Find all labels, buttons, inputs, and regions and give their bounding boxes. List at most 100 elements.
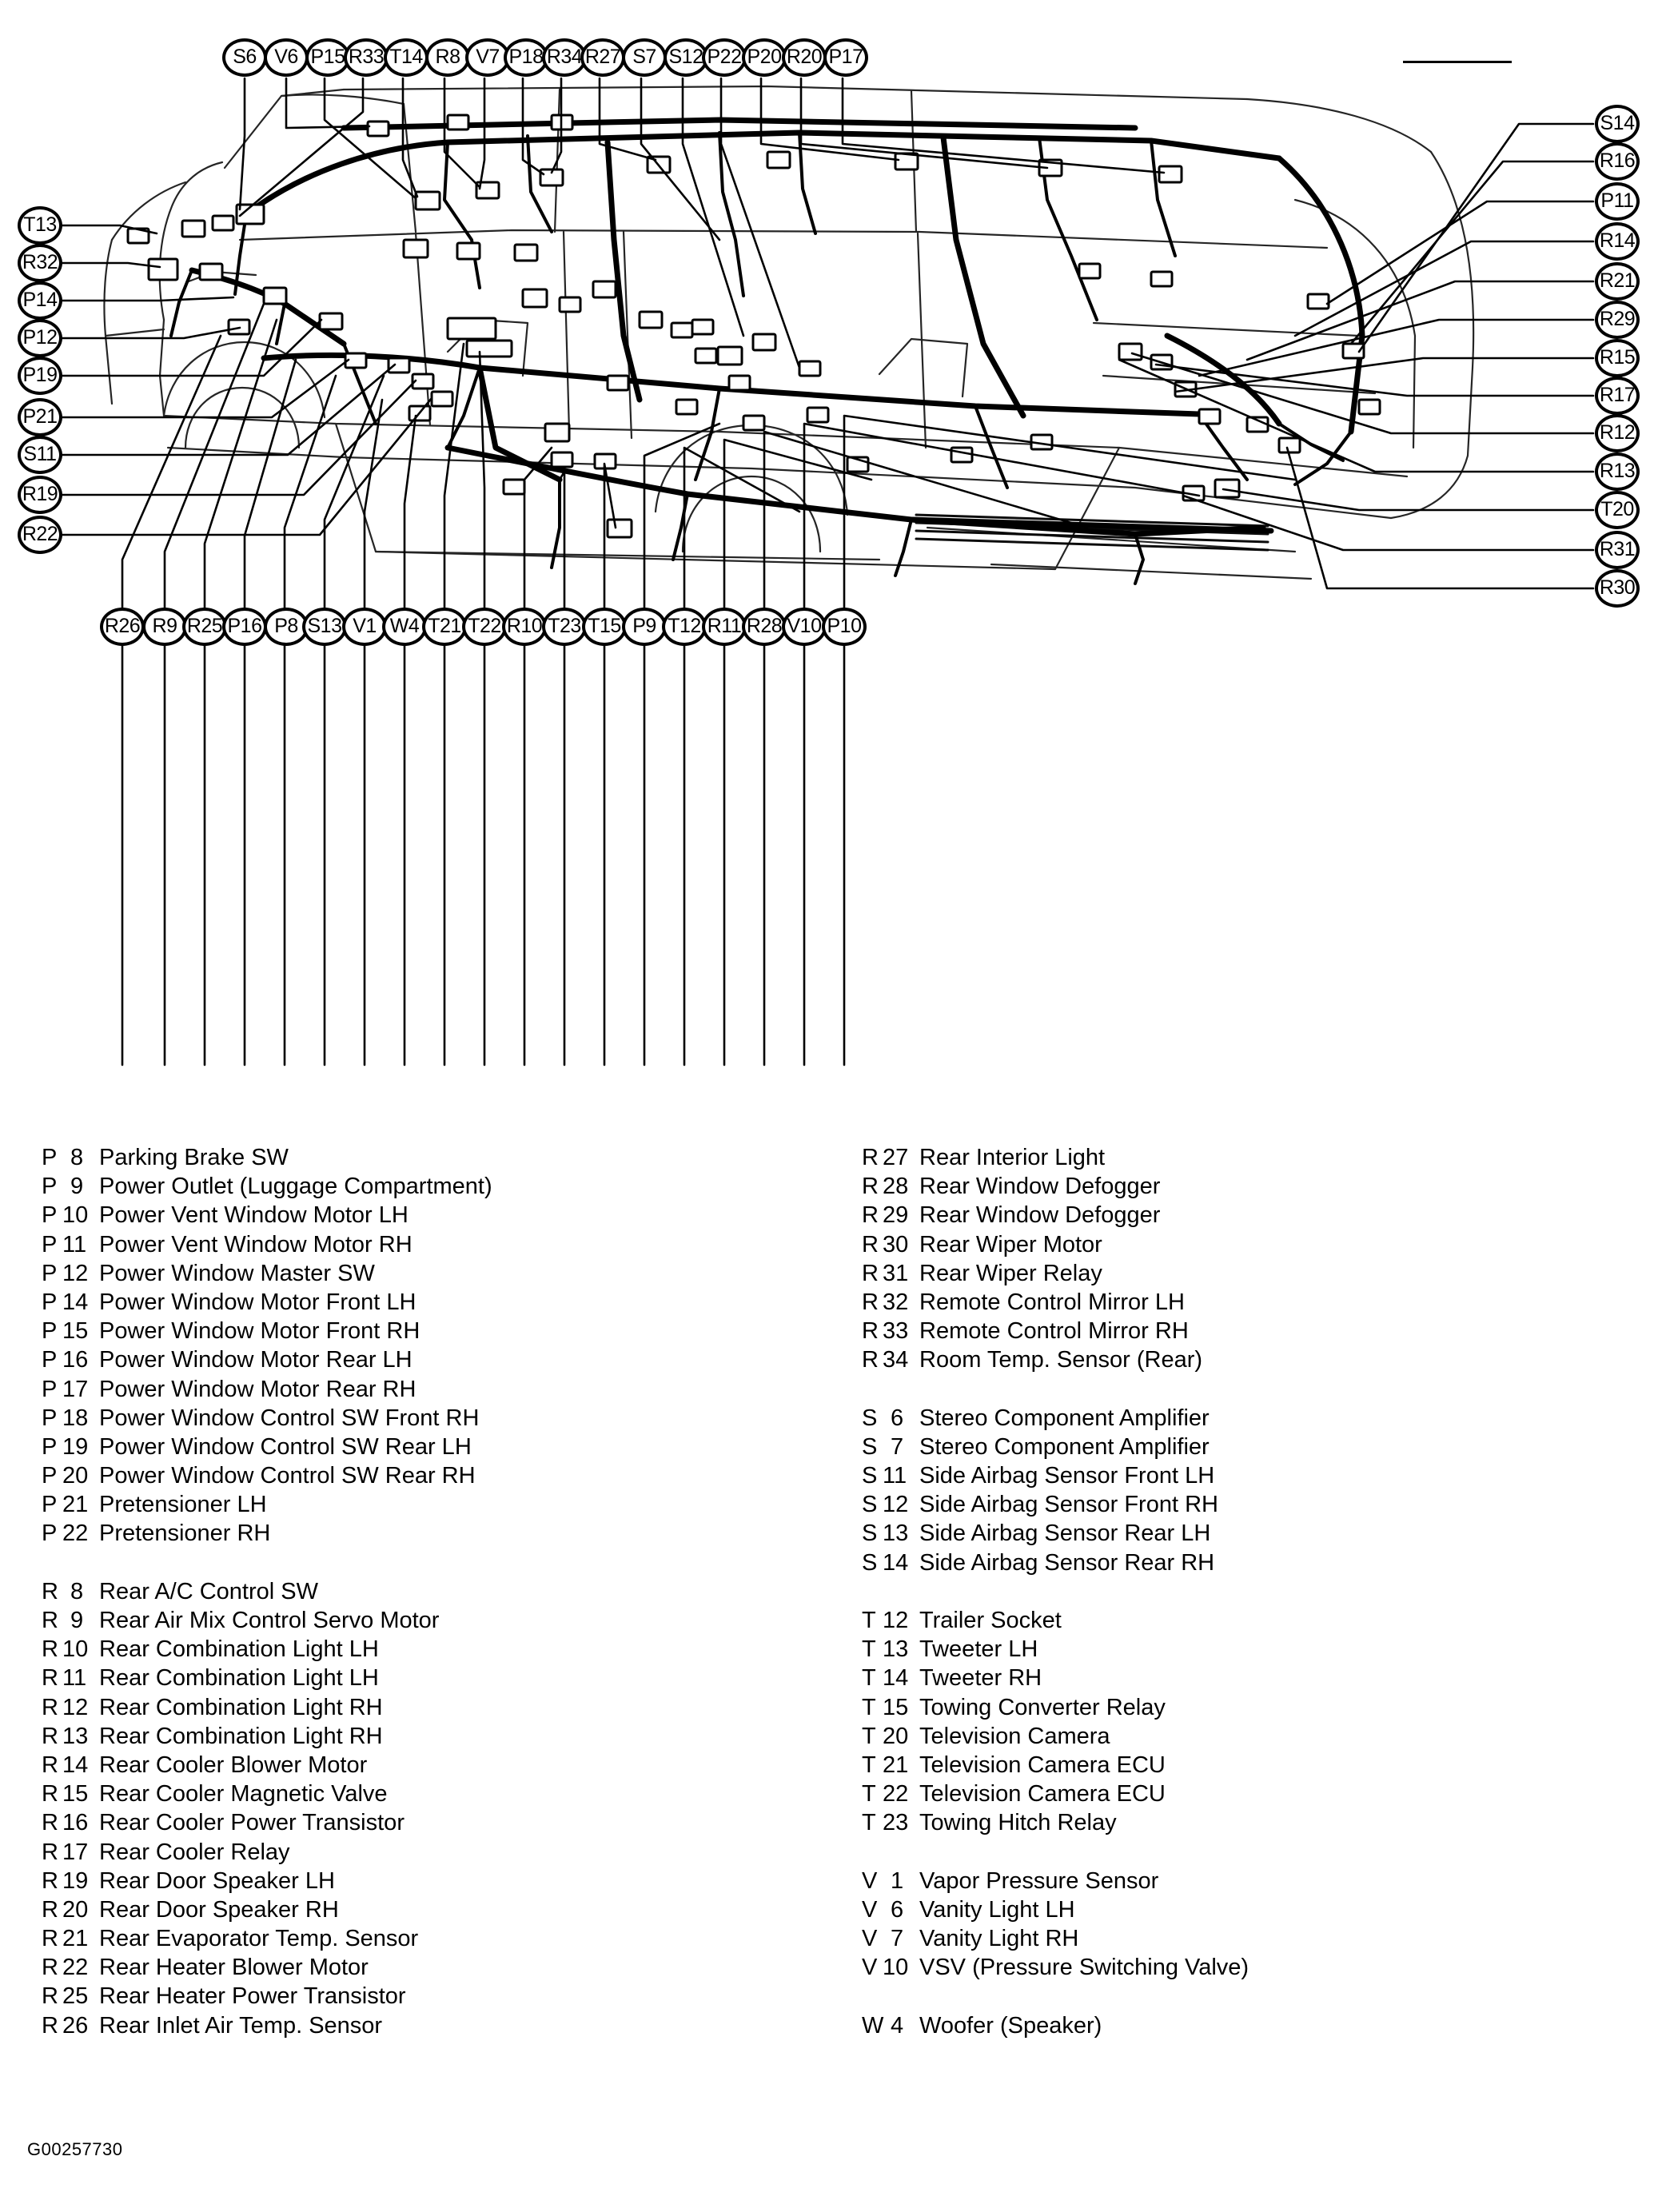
callout-p9[interactable]: P9 bbox=[622, 608, 667, 646]
legend-description: VSV (Pressure Switching Valve) bbox=[919, 1955, 1250, 1981]
callout-label: R27 bbox=[584, 45, 621, 68]
callout-r34[interactable]: R34 bbox=[542, 38, 587, 77]
legend-code-letter: P bbox=[42, 1492, 58, 1518]
callout-r21[interactable]: R21 bbox=[1595, 262, 1640, 301]
callout-r16[interactable]: R16 bbox=[1595, 142, 1640, 181]
legend-code-number: 1 bbox=[891, 1867, 904, 1894]
callout-s12[interactable]: S12 bbox=[664, 38, 708, 77]
legend-description: Power Outlet (Luggage Compartment) bbox=[99, 1174, 492, 1200]
callout-t22[interactable]: T22 bbox=[462, 608, 507, 646]
callout-r10[interactable]: R10 bbox=[502, 608, 547, 646]
callout-r19[interactable]: R19 bbox=[18, 476, 62, 514]
callout-label: R21 bbox=[1599, 269, 1636, 292]
callout-v10[interactable]: V10 bbox=[782, 608, 827, 646]
legend-code-number: 9 bbox=[70, 1608, 84, 1633]
legend-code-letter: W bbox=[862, 2012, 884, 2039]
callout-p14[interactable]: P14 bbox=[18, 281, 62, 320]
callout-p19[interactable]: P19 bbox=[18, 357, 62, 395]
callout-t15[interactable]: T15 bbox=[582, 608, 627, 646]
callout-p20[interactable]: P20 bbox=[742, 38, 787, 77]
callout-p10[interactable]: P10 bbox=[822, 608, 867, 646]
legend-description: Rear Combination Light LH bbox=[99, 1665, 379, 1692]
legend-description: Side Airbag Sensor Front RH bbox=[919, 1492, 1218, 1518]
callout-t13[interactable]: T13 bbox=[18, 206, 62, 245]
legend-description: Rear Heater Power Transistor bbox=[99, 1983, 406, 2010]
callout-label: P18 bbox=[508, 45, 544, 68]
callout-s14[interactable]: S14 bbox=[1595, 105, 1640, 143]
callout-w4[interactable]: W4 bbox=[382, 608, 427, 646]
callout-r9[interactable]: R9 bbox=[142, 608, 187, 646]
callout-p21[interactable]: P21 bbox=[18, 398, 62, 436]
callout-r17[interactable]: R17 bbox=[1595, 377, 1640, 415]
callout-r12[interactable]: R12 bbox=[1595, 414, 1640, 452]
callout-v1[interactable]: V1 bbox=[342, 608, 387, 646]
callout-label: V7 bbox=[476, 45, 500, 68]
callout-p11[interactable]: P11 bbox=[1595, 182, 1640, 221]
callout-label: T21 bbox=[428, 614, 461, 637]
callout-t21[interactable]: T21 bbox=[422, 608, 467, 646]
legend-description: Rear Combination Light RH bbox=[99, 1723, 383, 1749]
callout-r31[interactable]: R31 bbox=[1595, 531, 1640, 569]
callout-v6[interactable]: V6 bbox=[264, 38, 309, 77]
callout-r13[interactable]: R13 bbox=[1595, 452, 1640, 491]
callout-p22[interactable]: P22 bbox=[702, 38, 747, 77]
callout-r11[interactable]: R11 bbox=[702, 608, 747, 646]
callout-r27[interactable]: R27 bbox=[580, 38, 625, 77]
callout-r15[interactable]: R15 bbox=[1595, 339, 1640, 377]
legend-description: Vanity Light RH bbox=[919, 1926, 1079, 1952]
callout-t23[interactable]: T23 bbox=[542, 608, 587, 646]
callout-label: R16 bbox=[1599, 149, 1636, 172]
callout-r28[interactable]: R28 bbox=[742, 608, 787, 646]
legend-description: Woofer (Speaker) bbox=[919, 2012, 1102, 2039]
callout-t20[interactable]: T20 bbox=[1595, 491, 1640, 529]
legend-description: Power Window Master SW bbox=[99, 1260, 375, 1286]
callout-r33[interactable]: R33 bbox=[344, 38, 389, 77]
callout-p12[interactable]: P12 bbox=[18, 319, 62, 357]
callout-r29[interactable]: R29 bbox=[1595, 301, 1640, 339]
legend-code-number: 15 bbox=[62, 1781, 89, 1807]
callout-t14[interactable]: T14 bbox=[384, 38, 428, 77]
callout-p17[interactable]: P17 bbox=[823, 38, 868, 77]
legend-description: Room Temp. Sensor (Rear) bbox=[919, 1347, 1203, 1373]
legend-description: Power Vent Window Motor RH bbox=[99, 1231, 413, 1257]
callout-p16[interactable]: P16 bbox=[222, 608, 267, 646]
callout-r22[interactable]: R22 bbox=[18, 516, 62, 554]
callout-r26[interactable]: R26 bbox=[100, 608, 145, 646]
callout-s7[interactable]: S7 bbox=[622, 38, 667, 77]
callout-label: W4 bbox=[389, 614, 420, 637]
callout-label: P16 bbox=[227, 614, 262, 637]
legend-description: Remote Control Mirror RH bbox=[919, 1318, 1189, 1345]
legend-description: Rear Heater Blower Motor bbox=[99, 1955, 369, 1981]
callout-r25[interactable]: R25 bbox=[182, 608, 227, 646]
legend-code-number: 20 bbox=[62, 1463, 89, 1489]
legend-code-number: 16 bbox=[62, 1810, 89, 1836]
callout-r32[interactable]: R32 bbox=[18, 244, 62, 282]
callout-t12[interactable]: T12 bbox=[662, 608, 707, 646]
callout-r30[interactable]: R30 bbox=[1595, 569, 1640, 608]
callout-label: R34 bbox=[546, 45, 583, 68]
callout-s13[interactable]: S13 bbox=[302, 608, 347, 646]
legend-code-number: 12 bbox=[62, 1260, 89, 1286]
callout-s11[interactable]: S11 bbox=[18, 436, 62, 474]
callout-r8[interactable]: R8 bbox=[425, 38, 470, 77]
callout-s6[interactable]: S6 bbox=[222, 38, 267, 77]
callout-label: V10 bbox=[787, 614, 822, 637]
callout-r14[interactable]: R14 bbox=[1595, 222, 1640, 261]
callout-r20[interactable]: R20 bbox=[782, 38, 827, 77]
